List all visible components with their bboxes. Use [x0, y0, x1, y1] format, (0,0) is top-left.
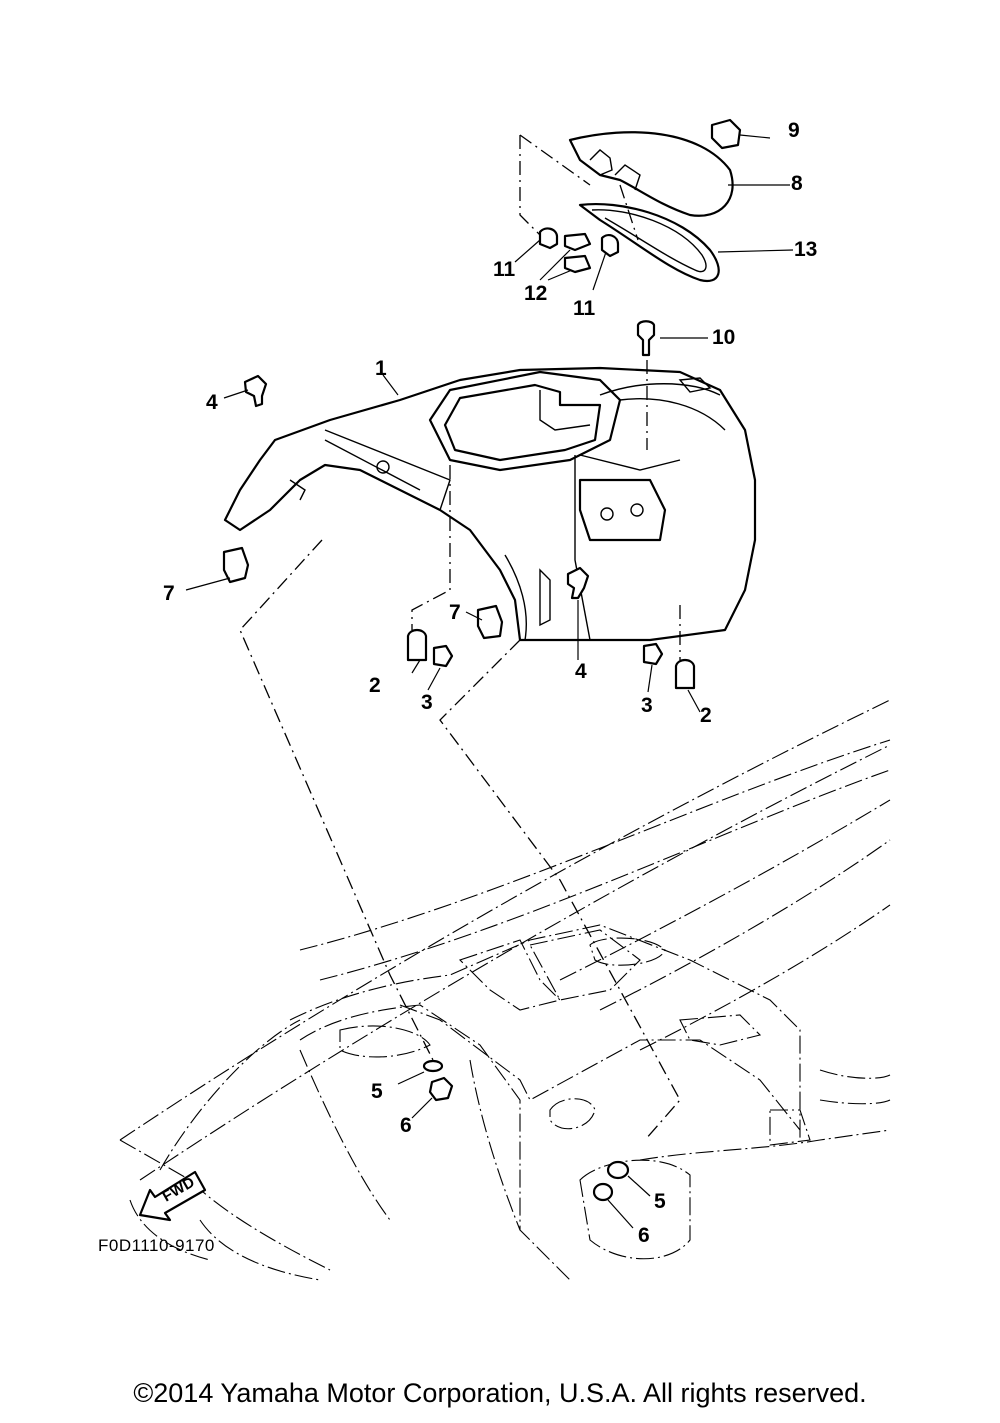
- clip-part-7a: [222, 546, 250, 584]
- label-10: 10: [712, 326, 735, 349]
- pin-part-11b: [600, 234, 620, 258]
- label-11-left: 11: [493, 258, 516, 281]
- label-2-right: 2: [700, 704, 712, 727]
- bracket-part-2b: [674, 658, 696, 690]
- label-3-right: 3: [641, 694, 653, 717]
- bolt-part-4b: [566, 566, 590, 600]
- label-4-right: 4: [575, 660, 587, 683]
- bolt-part-3b: [642, 642, 664, 666]
- bolt-part-4a: [243, 374, 268, 408]
- leader-lines: [185, 134, 794, 1229]
- screw-part-10: [636, 320, 656, 357]
- nut-part-6a: [428, 1076, 454, 1102]
- label-1: 1: [375, 357, 387, 380]
- detail-callout: [579, 1159, 691, 1260]
- diagram-code: F0D1110-9170: [98, 1236, 215, 1255]
- rear-cover-part: [223, 366, 757, 642]
- label-2-left: 2: [369, 674, 381, 697]
- label-5-right: 5: [654, 1190, 666, 1213]
- hinge-part-12: [563, 232, 592, 252]
- hinge-part-12b: [563, 254, 592, 274]
- label-6-left: 6: [400, 1114, 412, 1137]
- gasket-part: [578, 203, 720, 283]
- fwd-arrow-icon: FWD: [138, 1170, 207, 1222]
- clip-part-7b: [476, 604, 504, 640]
- label-12: 12: [524, 282, 547, 305]
- label-7-left: 7: [163, 582, 175, 605]
- hull-outline: [119, 699, 891, 1281]
- label-6-right: 6: [638, 1224, 650, 1247]
- clip-part-9: [710, 118, 742, 150]
- label-8: 8: [791, 172, 803, 195]
- label-7-right: 7: [449, 601, 461, 624]
- washer-part-5b: [606, 1160, 630, 1180]
- lid-part: [568, 131, 734, 217]
- label-9: 9: [788, 119, 800, 142]
- pin-part-11a: [538, 227, 559, 250]
- copyright-notice: ©2014 Yamaha Motor Corporation, U.S.A. A…: [133, 1378, 867, 1408]
- label-4-left: 4: [206, 391, 218, 414]
- label-11-right: 11: [573, 297, 596, 320]
- label-5-left: 5: [371, 1080, 383, 1103]
- label-13: 13: [794, 238, 817, 261]
- bolt-part-3a: [432, 644, 454, 668]
- nut-part-6b: [592, 1182, 614, 1202]
- washer-part-5a: [422, 1059, 444, 1073]
- label-3-left: 3: [421, 691, 433, 714]
- assembly-lines: [239, 134, 681, 1141]
- bracket-part-2a: [406, 628, 428, 662]
